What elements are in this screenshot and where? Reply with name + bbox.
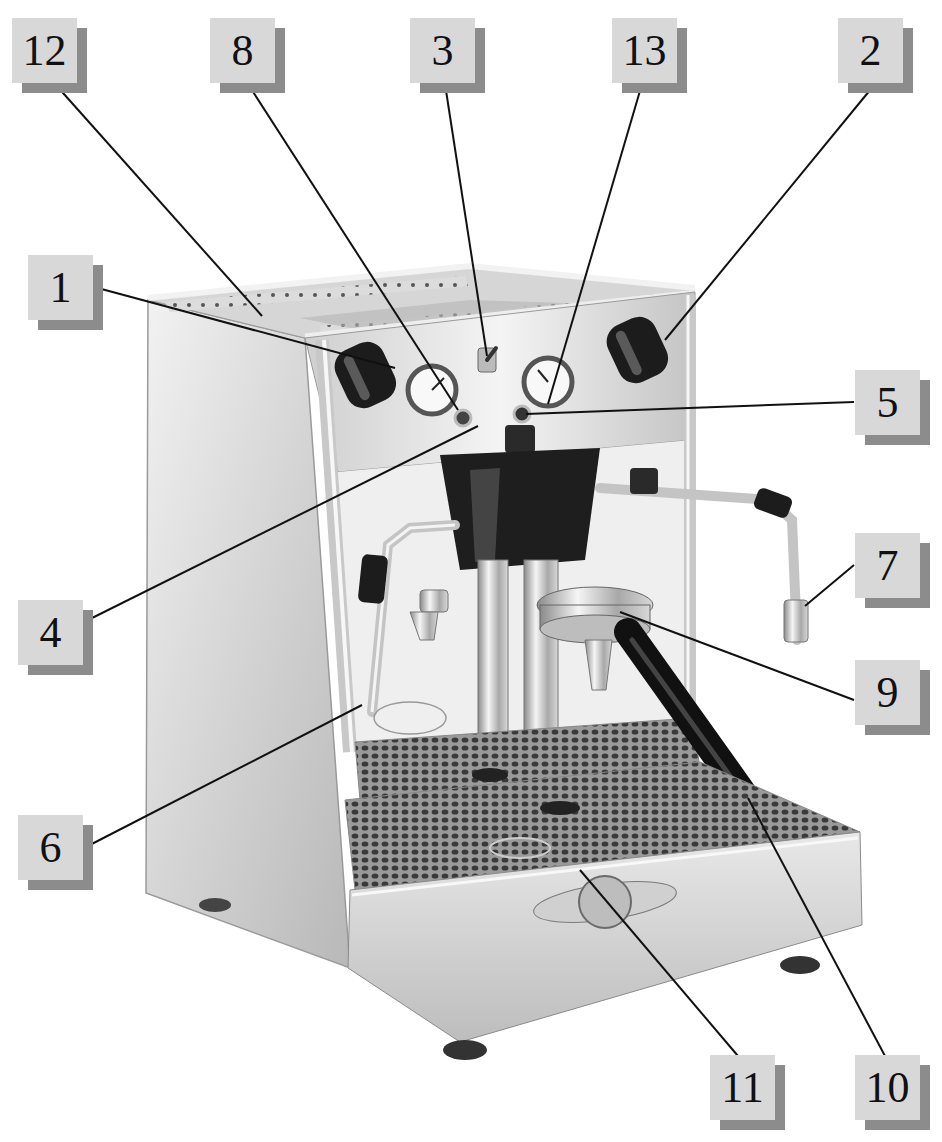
callout-number: 7 [855, 533, 920, 598]
callout-number: 9 [855, 660, 920, 725]
callout-number: 5 [855, 370, 920, 435]
callout-number: 11 [710, 1055, 775, 1120]
callout-number: 2 [838, 18, 903, 83]
callout-number: 12 [12, 18, 77, 83]
callout-number: 1 [28, 255, 93, 320]
callout-number: 10 [855, 1055, 920, 1120]
callout-number: 3 [410, 18, 475, 83]
callout-number: 13 [612, 18, 677, 83]
callout-number: 4 [18, 600, 83, 665]
leader-lines [55, 84, 885, 1056]
callout-number: 6 [18, 815, 83, 880]
callout-number: 8 [210, 18, 275, 83]
